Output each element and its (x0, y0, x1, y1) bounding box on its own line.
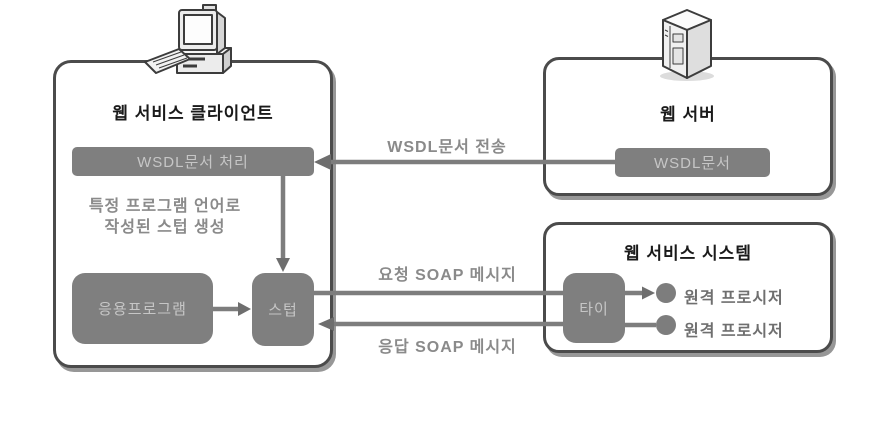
server-tower-icon (660, 9, 714, 81)
request-soap-label: 요청 SOAP 메시지 (378, 267, 517, 284)
client-title: 웹 서비스 클라이언트 (112, 104, 274, 123)
system-title: 웹 서비스 시스템 (624, 244, 752, 263)
stub-generation-note: 특정 프로그램 언어로 작성된 스텁 생성 (70, 196, 260, 238)
desktop-computer-icon (144, 4, 232, 74)
wsdl-transfer-label: WSDL문서 전송 (387, 139, 507, 156)
wsdl-processor-node: WSDL문서 처리 (72, 147, 314, 176)
server-title: 웹 서버 (660, 105, 716, 124)
wsdl-document-node: WSDL문서 (615, 148, 770, 177)
stub-generation-note-line1: 특정 프로그램 언어로 (88, 198, 242, 215)
remote-procedure-label-2: 원격 프로시저 (684, 323, 784, 340)
stub-node: 스텁 (252, 273, 314, 346)
remote-procedure-label-1: 원격 프로시저 (684, 290, 784, 307)
response-soap-label: 응답 SOAP 메시지 (378, 339, 517, 356)
tie-node: 타이 (563, 273, 625, 343)
application-node: 응용프로그램 (72, 273, 213, 344)
stub-generation-note-line2: 작성된 스텁 생성 (104, 219, 226, 236)
